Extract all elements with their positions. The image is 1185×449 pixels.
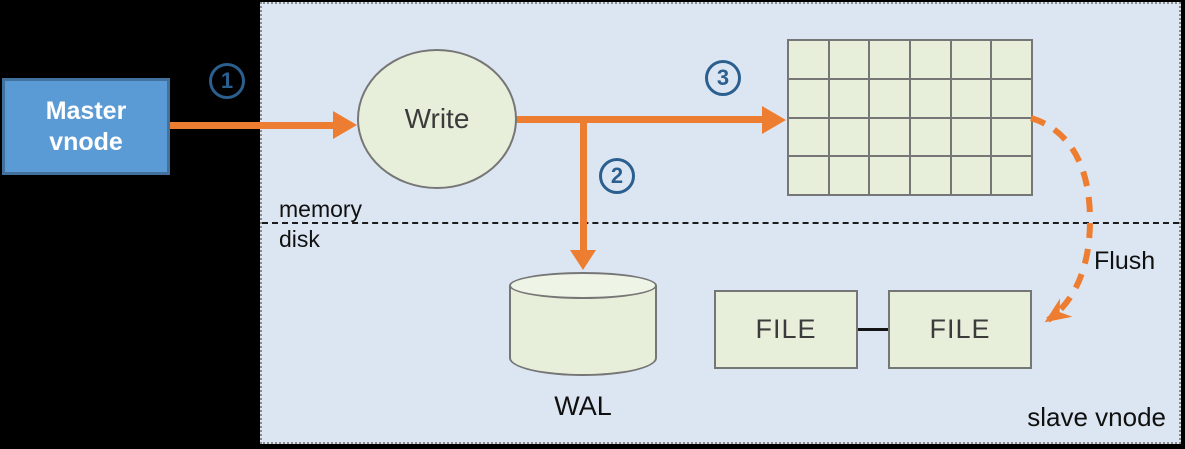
memtable-cell xyxy=(789,79,828,117)
memtable-cell xyxy=(951,79,991,117)
memtable-cell xyxy=(789,118,828,156)
memtable-cell xyxy=(829,79,869,117)
file-node-left: FILE xyxy=(714,290,858,369)
arrow-master-to-write-line xyxy=(170,122,340,129)
file-node-left-label: FILE xyxy=(755,314,817,344)
write-node-label: Write xyxy=(404,103,470,134)
memtable-cell xyxy=(992,79,1031,117)
memtable-cell xyxy=(992,157,1031,194)
memtable-grid xyxy=(787,39,1033,196)
master-vnode-node: Master vnode xyxy=(2,78,170,175)
memtable-cell xyxy=(789,157,828,194)
file-node-right-label: FILE xyxy=(929,314,991,344)
memory-disk-divider xyxy=(262,222,1179,224)
wal-label: WAL xyxy=(554,391,612,421)
arrow-write-to-wal-head-icon xyxy=(570,250,596,270)
memtable-cell xyxy=(789,41,828,78)
memtable-cell xyxy=(870,118,909,156)
master-vnode-label-line1: Master xyxy=(45,97,127,125)
memtable-cell xyxy=(829,118,869,156)
step-3-badge: 3 xyxy=(705,60,741,96)
memory-label: memory xyxy=(279,196,363,222)
wal-cylinder-body xyxy=(509,285,657,376)
memtable-cell xyxy=(911,118,950,156)
memtable-cell xyxy=(911,79,950,117)
slave-vnode-label: slave vnode xyxy=(1027,402,1166,432)
write-node: Write xyxy=(357,49,517,189)
memtable-cell xyxy=(870,79,909,117)
arrow-master-to-write-head-icon xyxy=(333,111,357,139)
memtable-cell xyxy=(829,157,869,194)
memtable-cell xyxy=(992,41,1031,78)
arrow-write-to-memtable-line xyxy=(515,116,765,123)
step-2-badge: 2 xyxy=(599,158,635,194)
arrow-write-to-memtable-head-icon xyxy=(762,106,786,134)
wal-cylinder xyxy=(509,272,657,376)
memtable-cell xyxy=(911,41,950,78)
disk-label: disk xyxy=(279,226,320,252)
file-connector-line xyxy=(858,328,888,331)
memtable-cell xyxy=(870,157,909,194)
memtable-cell xyxy=(951,157,991,194)
arrow-write-to-wal-line xyxy=(580,116,587,252)
memtable-cell xyxy=(951,118,991,156)
flush-label: Flush xyxy=(1094,247,1156,275)
master-vnode-label-line2: vnode xyxy=(49,127,123,156)
file-node-right: FILE xyxy=(888,290,1032,369)
memtable-cell xyxy=(951,41,991,78)
step-1-badge: 1 xyxy=(209,63,245,99)
memtable-cell xyxy=(992,118,1031,156)
memtable-cell xyxy=(829,41,869,78)
memtable-cell xyxy=(911,157,950,194)
memtable-cell xyxy=(870,41,909,78)
wal-cylinder-top xyxy=(509,272,657,299)
